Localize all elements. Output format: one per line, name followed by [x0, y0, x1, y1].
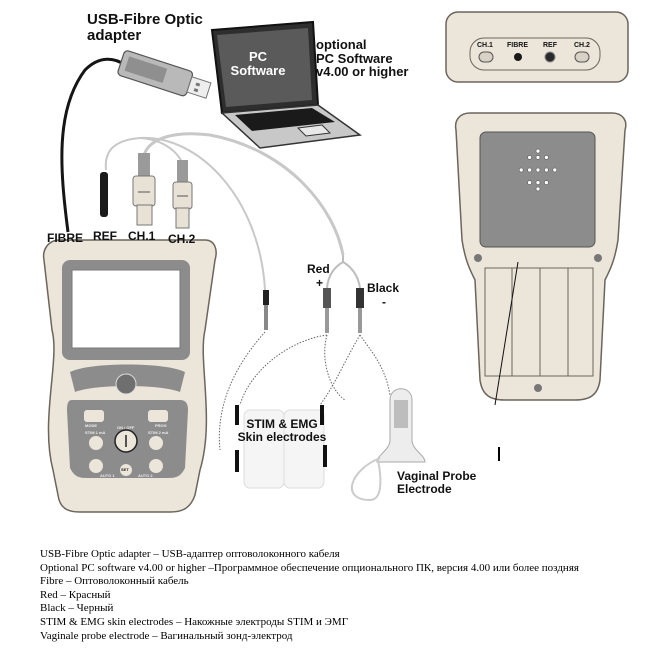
caption-line: STIM & EMG skin electrodes – Накожные эл…: [40, 615, 349, 628]
keypad-onoff-label: ON / OFF: [117, 425, 135, 430]
ch1-plug: [132, 153, 156, 226]
skin-electrodes: [235, 405, 327, 489]
caption-legend: USB-Fibre Optic adapter – USB-адаптер оп…: [40, 548, 579, 643]
speaker-hole: [552, 167, 558, 173]
electrode-wires: [218, 331, 391, 451]
ch2-plug: [172, 160, 193, 229]
keypad-auto2-label: AUTO 2: [138, 473, 153, 478]
black-minus-label: -: [382, 295, 386, 309]
keypad-auto1-label: AUTO 1: [100, 473, 115, 478]
text-cursor: [498, 447, 500, 461]
speaker-hole: [535, 186, 541, 192]
fibre-label: FIBRE: [47, 231, 83, 245]
ref-plug: [100, 172, 108, 217]
pc-optional-line1: optional: [316, 37, 367, 52]
device-back: [454, 112, 627, 406]
speaker-hole: [518, 167, 524, 173]
red-label: Red: [307, 262, 330, 276]
caption-line: Black – Черный: [40, 602, 114, 615]
keypad-stim1-label: STIM 1 mA: [85, 430, 106, 435]
pc-optional-label: optional PC Software v4.00 or higher: [316, 38, 408, 79]
caption-line: Fibre – Оптоволоконный кабель: [40, 575, 189, 588]
usb-adapter-label: USB-Fibre Optic adapter: [87, 12, 203, 44]
pc-screen-line2: Software: [230, 62, 286, 78]
red-pin: [323, 288, 331, 333]
keypad-prog-label: PROG: [155, 423, 167, 428]
top-port-ch1: CH.1: [477, 42, 493, 49]
connection-diagram: [42, 11, 629, 513]
device-top-panel: [445, 11, 629, 83]
black-pin: [356, 288, 364, 333]
pc-screen-line1: PC: [248, 49, 268, 64]
speaker-hole: [535, 148, 541, 154]
speaker-hole: [527, 167, 532, 173]
speaker-hole: [535, 167, 541, 173]
usb-adapter: [117, 50, 212, 99]
probe-label-line2: Electrode: [397, 481, 452, 496]
usb-adapter-label-line2: adapter: [87, 26, 142, 44]
device-front: [42, 239, 217, 513]
speaker-hole: [527, 180, 532, 185]
speaker-hole: [535, 155, 541, 160]
speaker-grille: [518, 148, 558, 192]
speaker-hole: [544, 180, 549, 185]
caption-line: USB-Fibre Optic adapter – USB-адаптер оп…: [40, 548, 340, 560]
pc-optional-line2: PC Software: [316, 50, 393, 66]
speaker-hole: [535, 180, 541, 185]
laptop-icon: [210, 20, 362, 149]
ch1-label: CH.1: [128, 229, 156, 243]
ref-pin: [263, 290, 269, 330]
fibre-cable: [60, 57, 126, 233]
vaginal-probe: [350, 388, 426, 502]
top-port-fibre: FIBRE: [507, 42, 528, 49]
caption-line: Vaginale probe electrode – Вагинальный з…: [40, 629, 293, 642]
ch2-label: CH.2: [168, 232, 196, 246]
keypad-stim2-label: STIM 2 mA: [148, 430, 169, 435]
black-label: Black: [367, 281, 400, 295]
top-port-ch2: CH.2: [574, 42, 590, 49]
pc-screen-label: PC Software: [228, 50, 288, 77]
top-port-ref: REF: [543, 42, 557, 49]
probe-label: Vaginal Probe Electrode: [397, 470, 476, 495]
keypad-set-label: SET: [121, 467, 129, 472]
split-lead: [326, 255, 361, 289]
skin-electrodes-line1: STIM & EMG: [246, 417, 318, 431]
probe-label-line1: Vaginal Probe: [397, 469, 477, 483]
ref-label: REF: [93, 229, 117, 243]
caption-line: Optional PC software v4.00 or higher –Пр…: [40, 561, 579, 574]
caption-line: Red – Красный: [40, 588, 111, 601]
skin-electrodes-line2: Skin electrodes: [237, 429, 327, 444]
speaker-hole: [527, 155, 532, 160]
speaker-hole: [544, 167, 549, 173]
usb-adapter-label-line1: USB-Fibre Optic: [87, 11, 203, 28]
pc-optional-line3: v4.00 or higher: [316, 64, 409, 80]
skin-electrodes-label: STIM & EMG Skin electrodes: [236, 418, 328, 443]
red-plus-label: +: [316, 276, 324, 290]
keypad-mode-label: MODE: [85, 423, 97, 428]
ref-lead: [104, 136, 266, 291]
speaker-hole: [544, 155, 549, 160]
